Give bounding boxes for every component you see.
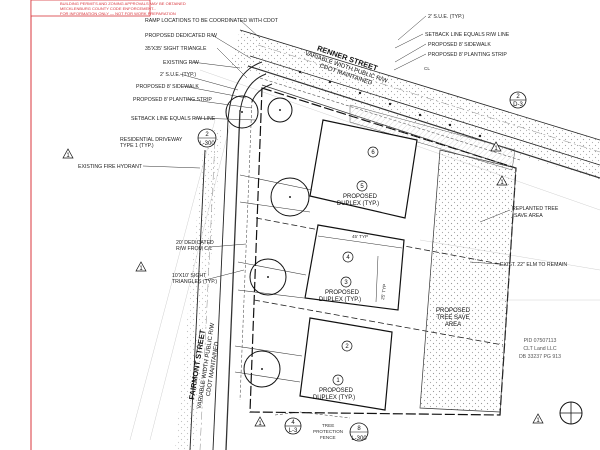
callout-sidewalk: PROPOSED 8' SIDEWALK — [136, 84, 199, 90]
unit-4-num: 4 — [346, 255, 350, 261]
fence-line-3: FENCE — [320, 435, 336, 440]
callout-sight-triangles-typ: TRIANGLES (TYP.) — [172, 279, 217, 285]
rev-marker-1 — [62, 148, 74, 159]
left-leaders — [142, 19, 261, 281]
callout-existing-rw: EXISTING R/W — [163, 60, 199, 66]
fence-line-2: PROTECTION — [313, 429, 343, 434]
right-callouts: 2' S.U.E. (TYP.) SETBACK LINE EQUALS R/W… — [424, 14, 567, 328]
rev-num-2: 1 — [139, 266, 143, 272]
detail-tag-bottom: 8 L-300 — [349, 422, 369, 442]
revision-markers — [62, 141, 544, 427]
rev-num-6: 1 — [494, 146, 498, 152]
duplex-footprint-top — [309, 119, 418, 219]
unit-2-num: 2 — [345, 344, 349, 350]
callout-setback: SETBACK LINE EQUALS R/W LINE — [131, 116, 216, 122]
callout-rw-from-cl: R/W FROM C/L — [176, 246, 212, 252]
callout-right-planting: PROPOSED 8' PLANTING STRIP — [428, 52, 507, 58]
callout-right-sidewalk: PROPOSED 8' SIDEWALK — [428, 42, 491, 48]
unit-6-num: 6 — [371, 150, 375, 156]
duplex-footprints — [299, 119, 418, 411]
callout-fire-hydrant: EXISTING FIRE HYDRANT — [78, 164, 143, 170]
header-note-line-1: BUILDING PERMITS AND ZONING APPROVALS MA… — [60, 1, 186, 6]
unit-labels: 6 5 PROPOSED DUPLEX (TYP.) 4 3 PROPOSED … — [313, 146, 379, 401]
detail-tag-left-num: 2 — [205, 132, 209, 138]
left-callouts: RAMP LOCATIONS TO BE COORDINATED WITH CD… — [78, 18, 279, 285]
rev-marker-2 — [135, 261, 147, 272]
header-note-box — [30, 0, 151, 17]
fairmont-street-band — [175, 99, 253, 450]
dim-25-typ: 25' TYP — [380, 283, 387, 300]
callout-replanted-save: SAVE AREA — [514, 213, 543, 219]
detail-tag-bottom-left: 4 L-3 — [284, 417, 302, 435]
unit-3-label1: PROPOSED — [325, 290, 360, 296]
detail-tag-bl-num: 4 — [291, 420, 295, 426]
callout-replanted-tree: REPLANTED TREE — [512, 206, 559, 212]
dim-45-typ: 45' TYP — [352, 234, 368, 239]
tree-save-area — [419, 149, 517, 413]
revision-marker-numbers: 1 1 1 1 1 1 — [66, 146, 540, 427]
unit-3-num: 3 — [344, 280, 348, 286]
detail-tag-tr-sheet: D-3 — [513, 102, 523, 108]
rev-num-1: 1 — [66, 153, 70, 159]
street-trees — [225, 95, 583, 425]
detail-tag-left: 2 L-300 — [197, 128, 217, 148]
callout-right-sue: 2' S.U.E. (TYP.) — [428, 14, 464, 20]
parcel-pid: PID 07507113 — [524, 338, 557, 344]
duplex-footprint-middle — [304, 224, 405, 311]
detail-tag-bl-sheet: L-3 — [289, 428, 298, 434]
rev-num-3: 1 — [258, 421, 262, 427]
renner-street-band — [230, 29, 600, 180]
callout-driveway-type: TYPE 1 (TYP.) — [120, 143, 154, 149]
callout-driveway: RESIDENTIAL DRIVEWAY — [120, 137, 183, 143]
unit-1-num: 1 — [336, 378, 340, 384]
header-note-line-2: MECKLENBURG COUNTY CODE ENFORCEMENT... — [60, 6, 156, 11]
dimensions: 45' TYP 25' TYP — [317, 234, 403, 303]
rev-num-4: 1 — [536, 418, 540, 424]
callout-sight-triangles: 10'X10' SIGHT — [172, 273, 207, 279]
detail-tag-top-right: 2 D-3 — [509, 91, 527, 109]
north-arrow — [560, 402, 582, 424]
tree-save-label: TREE SAVE — [436, 315, 469, 321]
detail-tag-tr-num: 2 — [516, 94, 520, 100]
unit-5-label2: DUPLEX (TYP.) — [337, 201, 379, 207]
tree-save-proposed: PROPOSED — [436, 308, 471, 314]
callout-ramp: RAMP LOCATIONS TO BE COORDINATED WITH CD… — [145, 18, 279, 24]
parcel-owner: CLT Land LLC — [523, 346, 557, 352]
right-leaders — [393, 15, 511, 265]
callout-right-setback: SETBACK LINE EQUALS R/W LINE — [425, 32, 510, 38]
tree-protection-note: TREE PROTECTION FENCE — [274, 411, 351, 440]
rev-marker-6 — [490, 141, 502, 152]
callout-right-cl: CL — [424, 66, 430, 71]
parcel-info: PID 07507113 CLT Land LLC DB 33237 PG 91… — [519, 338, 561, 360]
detail-tag-left-sheet: L-300 — [199, 141, 215, 147]
rev-marker-4 — [532, 413, 544, 424]
replanted-tree-save-area — [349, 104, 516, 171]
rev-num-5: 1 — [500, 180, 504, 186]
unit-1-label2: DUPLEX (TYP.) — [313, 395, 355, 401]
unit-5-label1: PROPOSED — [343, 194, 378, 200]
parcel-deed: DB 33237 PG 913 — [519, 354, 561, 360]
detail-tag-bottom-sheet: L-300 — [351, 436, 367, 442]
header-note-line-3: FOR INFORMATION ONLY — NOT FOR WORK PREP… — [60, 11, 176, 16]
detail-tag-bottom-num: 8 — [357, 426, 361, 432]
unit-3-label2: DUPLEX (TYP.) — [319, 297, 361, 303]
callout-sue: 2' S.U.E. (TYP.) — [160, 72, 196, 78]
unit-1-label1: PROPOSED — [319, 388, 354, 394]
fence-line-1: TREE — [322, 423, 334, 428]
tree-save-area-label: AREA — [445, 322, 461, 328]
rev-marker-3 — [254, 416, 266, 427]
duplex-footprint-bottom — [299, 317, 393, 411]
callout-dedicated-rw: PROPOSED DEDICATED R/W — [145, 33, 217, 39]
callout-planting: PROPOSED 8' PLANTING STRIP — [133, 97, 212, 103]
callout-20-dedicated: 20' DEDICATED — [176, 240, 214, 246]
rev-marker-5 — [496, 175, 508, 186]
unit-5-num: 5 — [360, 184, 364, 190]
driveways — [234, 174, 313, 383]
callout-elm: EXIST. 22" ELM TO REMAIN — [500, 262, 567, 268]
callout-sight-triangle: 35'X35' SIGHT TRIANGLE — [145, 46, 207, 52]
street-tree-dots — [241, 70, 482, 370]
